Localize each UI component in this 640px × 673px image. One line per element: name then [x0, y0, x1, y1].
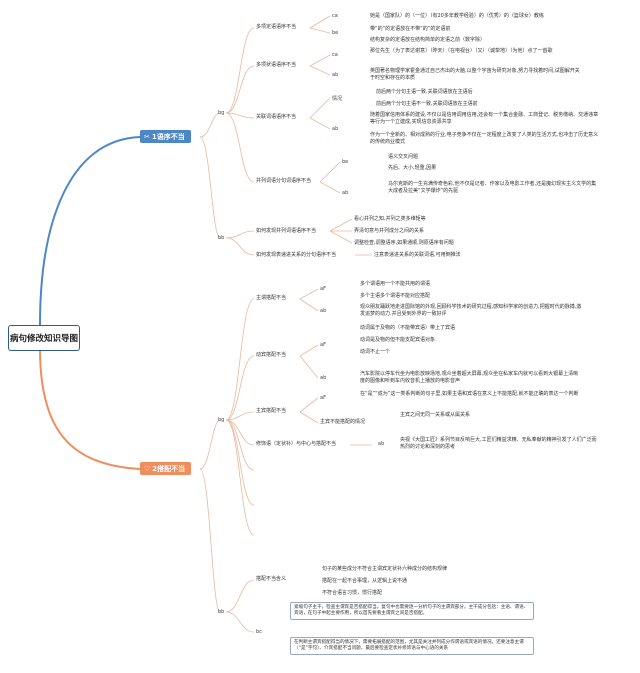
- b2-bb-para1: 在判断主谓宾搭配得当的情况下，需要拓展搭配的范围，尤其是关注并列成分作谓语或宾语…: [290, 637, 534, 656]
- b2-i2-s1-tag: 主宾不能搭配的情况: [320, 419, 366, 425]
- b1-i1-s0-t0: 那位先生（为了表达谢意）（昨天）（在电视台）（又）（诚挚地）（为他）点了一首歌: [370, 48, 553, 54]
- branch1-node[interactable]: ✂ 1语序不当: [140, 130, 191, 143]
- b2-i1-s0-tag: aF: [320, 342, 326, 348]
- b2-i1-s0-t2: 动词不止一个: [360, 349, 391, 355]
- b1-i0-s1-t0: 带“的”的定语放在不带“的”的定语前: [370, 26, 451, 32]
- b1-bb-i1-t0: 注意表递进关系的关联词语,可用倒推法: [374, 252, 461, 258]
- b2-i3-s0-t0: 央视《大国工匠》系列节目反响巨大,工匠们精益求精、无私奉献的精神引发了人们广泛而…: [400, 437, 597, 450]
- b2-i0-s1-tag: ab: [320, 308, 327, 314]
- b2-bb-i1-tag: bc: [256, 629, 262, 635]
- b1-i0-s0-t0: 她是（国家队）的（一位）（有20多年教学经验）的（优秀）的（篮球女）教练: [370, 13, 544, 19]
- edge-root-branch2: [39, 348, 141, 470]
- b1-i3-s0-t0: 语义交叉问题: [388, 154, 419, 160]
- b1-i2-s0-t1: 前后两个分句主语不一致,关联词语放在主语前: [376, 101, 478, 107]
- branch2-node[interactable]: ♡ 2搭配不当: [140, 462, 192, 475]
- b2-i1-s0-t1: 动词是及物的但不能支配宾语对象: [360, 337, 436, 343]
- b1-i2-s1-tag: ab: [332, 126, 339, 132]
- b1-i0-s1-tag: be: [332, 30, 339, 36]
- b1-i1-s1-tag: ab: [332, 72, 339, 78]
- b1-i2-s1-t1: 作为一个全新的、相对成熟的行业,电子竞争不仅在一定程度上改变了人类的生活方式,也…: [370, 132, 599, 145]
- b1-i1-s1-t0: 英国著名物理学家霍金通过自己杰出的大脑,以整个宇宙为研究对象,努力寻找着时间,试…: [370, 68, 580, 81]
- b2-i0-s0-tag: aF: [320, 286, 326, 292]
- b2-i2-s0-tag: aF: [320, 395, 326, 401]
- b2-i0-s0-t1: 多个主语多个谓语不能对应搭配: [360, 293, 431, 299]
- b1-i3-s0-t1: 先后、大小,轻重,因果: [388, 165, 437, 171]
- b1-i2-s0-t0: 前后两个分句主语一致,关联词语放在主语后: [376, 89, 473, 95]
- b1-bb-item1-label[interactable]: 如何发现表递进关系的分句语序不当: [256, 252, 337, 258]
- branch2-bb-tag: bb: [218, 609, 225, 615]
- b1-item2-label[interactable]: 关联词语语序不当: [256, 114, 297, 120]
- b2-i1-s1-tag: ab: [320, 375, 327, 381]
- b1-item0-label[interactable]: 多项定语语序不当: [256, 24, 297, 30]
- b2-bb-item0-label[interactable]: 搭配不当含义: [256, 576, 287, 582]
- b1-i3-s1-t0: 马尔克斯的一生充满传奇色彩,他不仅是记者、作家以及电影工作者,还是魔幻现实主义文…: [388, 181, 597, 194]
- b2-bb-i0-t0: 句子的某些成分不符合主谓宾定状补六种成分的结构规律: [322, 566, 448, 572]
- b2-i2-s0-t0: 在“是”“成为”这一类系判断的句子里,如果主语和宾语在意义上不能搭配,就不能正确…: [360, 391, 579, 397]
- b1-bb-item0-label[interactable]: 如何发现并列词语语序不当: [256, 228, 317, 234]
- b2-i1-s1-t0: 汽车影院以停车代坐为电影放映场地,观众坐着超大屏幕,观众坐在私家车内就可以看到大…: [360, 371, 579, 384]
- branch1-title: 1语序不当: [151, 132, 185, 141]
- b2-item2-label[interactable]: 主宾搭配不当: [256, 408, 287, 414]
- branch1-bb-tag: bb: [218, 235, 225, 241]
- branch2-ba-tag: bg: [218, 417, 225, 423]
- b2-i1-s0-t0: 动词属于及物的（不能带宾语）带上了宾语: [360, 325, 456, 331]
- b2-i3-s0-tag: ab: [378, 441, 385, 447]
- b1-item3-label[interactable]: 并列词语分句词语序不当: [256, 178, 312, 184]
- b1-i2-s0-tag: 情况: [332, 96, 343, 102]
- b2-i0-s0-t0: 多个谓语用一个不能共用的谓语: [360, 281, 431, 287]
- b1-bb-i0-t2: 调整检查,调整语序,如果通顺,则原语序有问题: [354, 240, 454, 246]
- b2-bb-i0-t1: 搭配在一起不合事理，从逻辑上说不通: [322, 578, 408, 584]
- b2-bb-para0: 紧缩句子主干，检查主谓宾是否搭配得当。复句中也需要逐一分析句子的主谓宾部分。主干…: [290, 602, 534, 621]
- b1-i0-s0-tag: ca: [332, 13, 338, 19]
- b1-i3-s1-tag: ab: [342, 190, 349, 196]
- b1-bb-i0-t0: 看心并列之知,并列之类多维矩等: [354, 216, 426, 222]
- branch1-ba-tag: bg: [218, 110, 225, 116]
- b2-bb-i0-t2: 不符合语言习惯，惯行搭配: [322, 590, 383, 596]
- heart-icon: ♡: [144, 464, 151, 473]
- b1-i1-s0-tag: ca: [332, 52, 338, 58]
- root-title: 病句修改知识导图: [9, 334, 78, 344]
- b2-item0-label[interactable]: 主谓搭配不当: [256, 295, 287, 301]
- b2-i2-s1-t0: 主宾之间无同一关系或从属关系: [400, 412, 471, 418]
- b2-item3-label[interactable]: 修饰语（定状补）与中心与搭配不当: [256, 441, 337, 447]
- branch2-title: 2搭配不当: [152, 464, 186, 473]
- edge-root-branch1: [39, 136, 141, 326]
- scissors-icon: ✂: [144, 132, 150, 141]
- b1-bb-i0-t1: 弄清句意与并列成分之间的关系: [354, 228, 425, 234]
- b1-i3-s0-tag: be: [342, 159, 349, 165]
- root-node[interactable]: 病句修改知识导图: [8, 325, 80, 351]
- b1-item1-label[interactable]: 多项状语语序不当: [256, 62, 297, 68]
- b2-i0-s1-t0: 观众朋友踊跃地走进国际馆的外观,回顾科学技术的研究过程,感知科学家的创造力,把握…: [360, 304, 582, 317]
- b1-i2-s1-t0: 随着国家信用体系的建设,不仅以是信用调用信用,还会有一个集合金融、工商登记、税务…: [370, 112, 599, 125]
- b1-i0-s1-t1: 结构复杂的定语放在结构简单的定语之前（数字除）: [370, 37, 486, 43]
- b2-item1-label[interactable]: 动宾搭配不当: [256, 352, 287, 358]
